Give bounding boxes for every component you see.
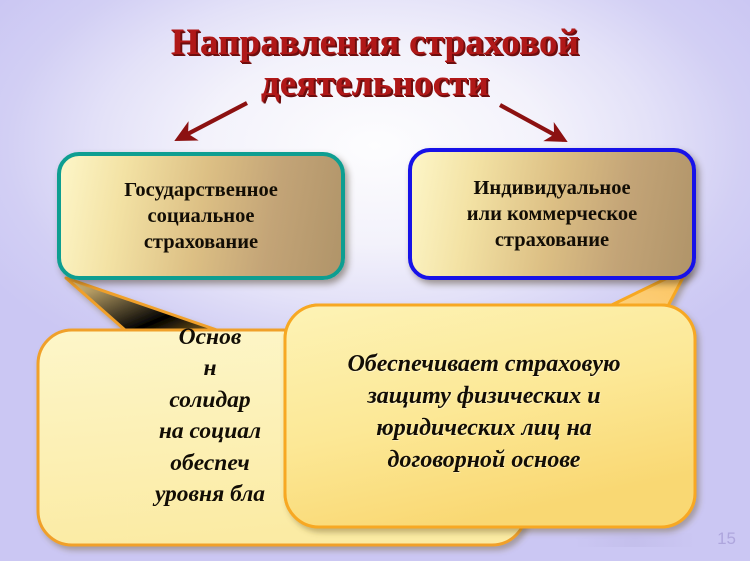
page-title: Направления страховой деятельности xyxy=(170,22,580,105)
arrow-to-left-box xyxy=(174,101,248,141)
watermark-strip xyxy=(575,533,695,547)
box-state-social-insurance[interactable]: Государственное социальное страхование xyxy=(57,152,345,280)
page-number: 15 xyxy=(717,529,736,548)
arrow-to-right-box xyxy=(498,103,568,143)
box-individual-commercial-insurance[interactable]: Индивидуальное или коммерческое страхова… xyxy=(408,148,696,280)
callout-right-label: Обеспечивает страховую защиту физических… xyxy=(347,351,621,474)
